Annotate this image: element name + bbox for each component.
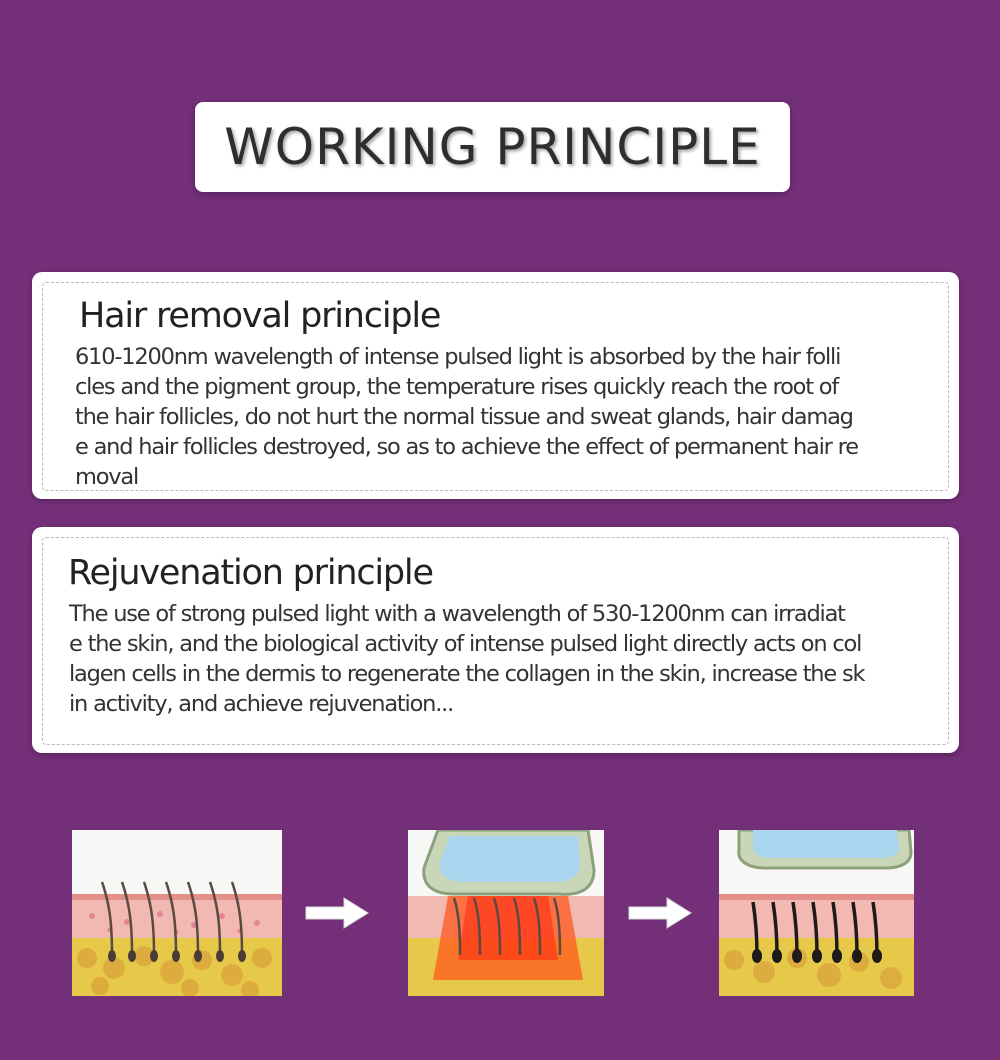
card-heading: Hair removal principle	[79, 296, 441, 336]
hair-removal-card: Hair removal principle 610-1200nm wavele…	[32, 272, 959, 499]
title-banner: WORKING PRINCIPLE	[195, 102, 790, 192]
skin-diagram-light	[408, 830, 604, 996]
skin-diagram-before	[72, 830, 282, 996]
card-line: in activity, and achieve rejuvenation...	[69, 691, 454, 717]
card-body: 610-1200nm wavelength of intense pulsed …	[75, 342, 859, 492]
page-title: WORKING PRINCIPLE	[224, 118, 761, 176]
card-line: 610-1200nm wavelength of intense pulsed …	[75, 344, 841, 370]
card-line: The use of strong pulsed light with a wa…	[69, 601, 846, 627]
card-line: the hair follicles, do not hurt the norm…	[75, 404, 854, 430]
card-line: cles and the pigment group, the temperat…	[75, 374, 839, 400]
right-arrow-icon	[627, 896, 693, 934]
dashed-border	[42, 282, 949, 491]
card-line: e the skin, and the biological activity …	[69, 631, 862, 657]
rejuvenation-card: Rejuvenation principle The use of strong…	[32, 527, 959, 753]
right-arrow-icon	[304, 896, 370, 934]
card-line: lagen cells in the dermis to regenerate …	[69, 661, 866, 687]
card-heading: Rejuvenation principle	[68, 553, 434, 593]
card-line: e and hair follicles destroyed, so as to…	[75, 434, 859, 460]
skin-diagram-after	[719, 830, 914, 996]
card-line: moval	[75, 464, 139, 490]
dashed-border	[42, 537, 949, 745]
card-body: The use of strong pulsed light with a wa…	[69, 599, 866, 719]
